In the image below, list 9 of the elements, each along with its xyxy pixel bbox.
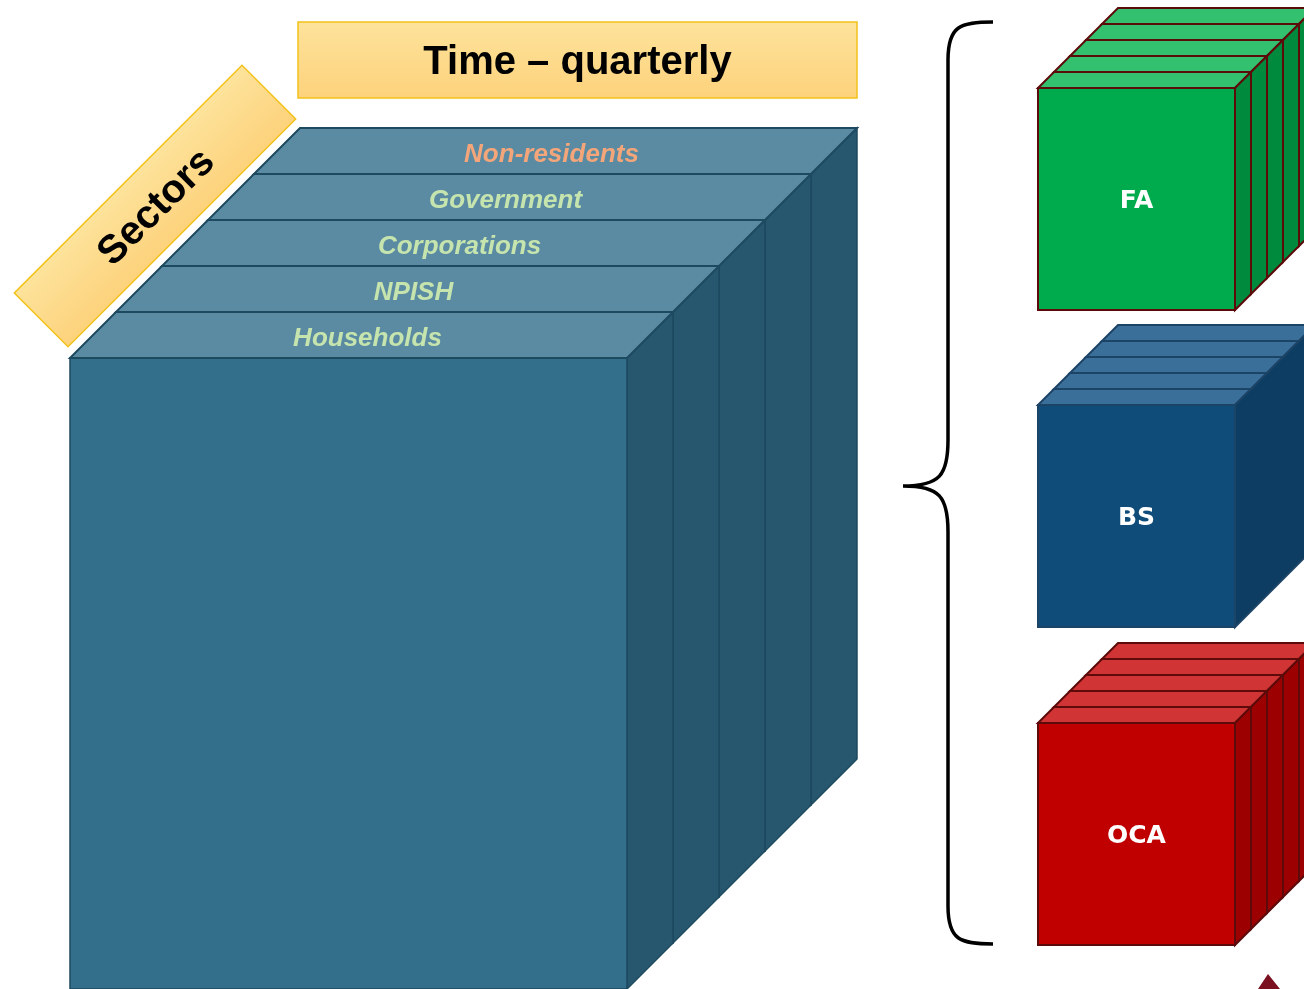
cube-label: OCA <box>1107 819 1166 849</box>
cube-label: BS <box>1117 501 1156 531</box>
sector-label: Non-residents <box>464 137 639 169</box>
sector-label: NPISH <box>373 275 454 307</box>
sector-label: Corporations <box>377 229 542 261</box>
sector-label: Households <box>293 321 442 353</box>
banner-title: Time – quarterly <box>423 37 732 83</box>
sector-label: Government <box>428 183 583 215</box>
cube-label: FA <box>1119 184 1154 214</box>
